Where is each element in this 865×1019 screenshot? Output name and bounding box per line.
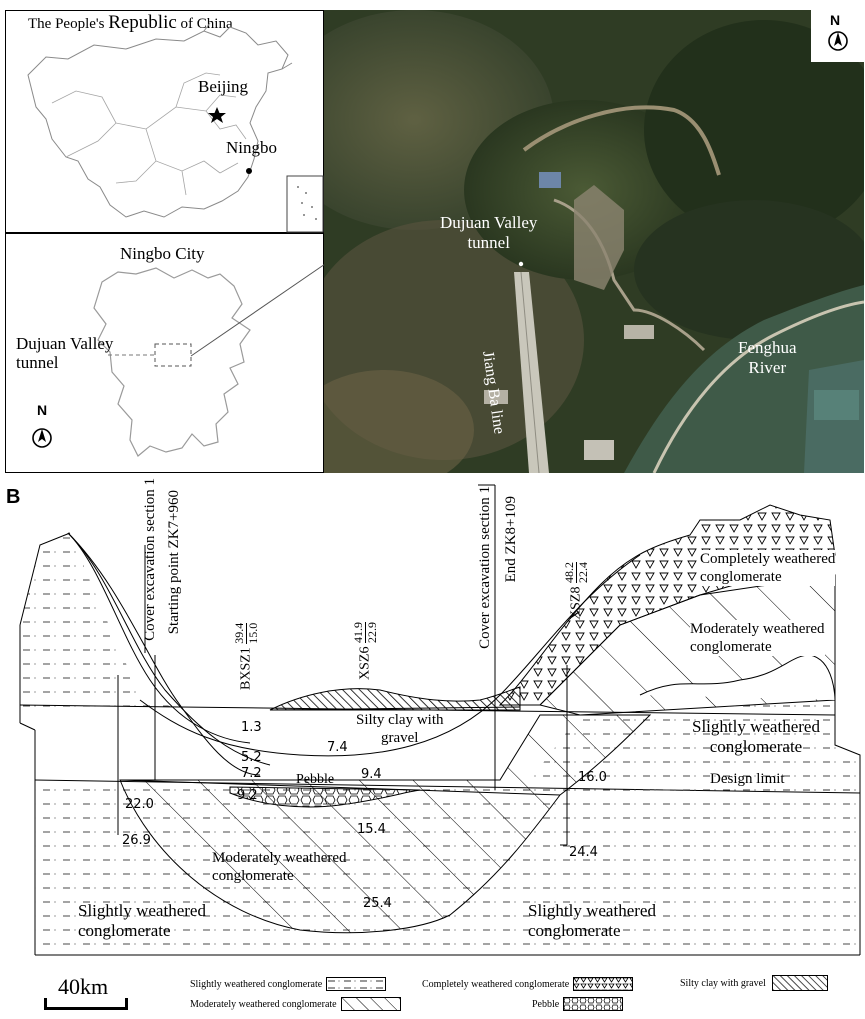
legend-label-completely: Completely weathered conglomerate bbox=[422, 978, 570, 990]
borehole-xsz8-label: XSZ8 48.2 22.4 bbox=[562, 562, 590, 620]
scale-bar-label: 40km bbox=[58, 974, 109, 999]
china-inset-title: The People's Republic of China bbox=[28, 12, 233, 33]
legend-label-pebble: Pebble bbox=[532, 998, 560, 1010]
value-7-4: 7.4 bbox=[327, 740, 348, 755]
china-outline-map bbox=[27, 22, 324, 233]
ningbo-city-outline bbox=[32, 263, 325, 457]
legend-item-completely: Completely weathered conglomerate bbox=[422, 977, 634, 991]
legend-swatch-pebble-icon bbox=[563, 997, 624, 1011]
value-16-0: 16.0 bbox=[578, 770, 607, 785]
ningbo-city-title: Ningbo City bbox=[120, 244, 205, 263]
value-26-9: 26.9 bbox=[122, 833, 151, 848]
legend-swatch-completely-icon bbox=[573, 977, 634, 991]
legend-label-slightly: Slightly weathered conglomerate bbox=[190, 978, 323, 990]
borehole-bxsz1-label: BXSZ1 39.4 15.0 bbox=[232, 622, 260, 690]
inset-tunnel-label: Dujuan Valley tunnel bbox=[16, 334, 114, 372]
legend-swatch-moderately-icon bbox=[340, 997, 401, 1011]
slightly-weathered-mid-label: Slightly weathered conglomerate bbox=[528, 901, 656, 940]
cover-excavation-start-label: Cover excavation section 1 bbox=[142, 478, 158, 641]
inset-north-letter: N bbox=[37, 402, 48, 418]
value-7-2: 7.2 bbox=[241, 766, 262, 781]
silty-clay-label: Silty clay with gravel bbox=[356, 712, 444, 746]
borehole-xsz6-label: XSZ6 41.9 22.9 bbox=[351, 622, 379, 680]
value-22-0: 22.0 bbox=[125, 797, 154, 812]
satellite-river-label: Fenghua River bbox=[738, 338, 797, 377]
moderately-weathered-upper-label: Moderately weathered conglomerate bbox=[690, 620, 825, 656]
china-inset: The People's Republic of China Beijing N… bbox=[5, 10, 324, 233]
satellite-terrain bbox=[324, 10, 864, 473]
ningbo-label: Ningbo bbox=[226, 138, 277, 157]
legend-item-moderately: Moderately weathered conglomerate bbox=[190, 997, 401, 1011]
legend-item-silty: Silty clay with gravel bbox=[680, 975, 828, 991]
slightly-weathered-right-label: Slightly weathered conglomerate bbox=[692, 717, 820, 756]
design-limit-label: Design limit bbox=[710, 771, 785, 787]
legend-swatch-silty-icon bbox=[771, 975, 828, 991]
legend-swatch-slightly-icon bbox=[326, 977, 387, 991]
value-25-4: 25.4 bbox=[363, 896, 392, 911]
beijing-label: Beijing bbox=[198, 77, 249, 96]
value-24-4: 24.4 bbox=[569, 845, 598, 860]
end-point-label: End ZK8+109 bbox=[503, 496, 519, 583]
value-9-4: 9.4 bbox=[361, 767, 382, 782]
slightly-weathered-left-label: Slightly weathered conglomerate bbox=[78, 901, 206, 940]
value-9-2: 9.2 bbox=[237, 788, 258, 803]
satellite-north-letter: N bbox=[830, 12, 841, 28]
moderately-weathered-lower-label: Moderately weathered conglomerate bbox=[212, 850, 347, 884]
satellite-north-badge: N bbox=[811, 10, 864, 62]
legend-item-pebble: Pebble bbox=[532, 997, 624, 1011]
panel-b-label: B bbox=[6, 486, 21, 508]
value-5-2: 5.2 bbox=[241, 750, 262, 765]
completely-weathered-label: Completely weathered conglomerate bbox=[700, 550, 836, 586]
pebble-label: Pebble bbox=[296, 772, 335, 787]
legend-label-silty: Silty clay with gravel bbox=[680, 977, 766, 989]
ningbo-city-inset: Ningbo City Dujuan Valley tunnel N bbox=[5, 233, 325, 473]
satellite-tunnel-label: Dujuan Valley tunnel bbox=[440, 213, 538, 252]
scale-bar: 40km bbox=[44, 974, 134, 1014]
satellite-north-arrow-icon bbox=[828, 31, 848, 51]
cover-excavation-end-label: Cover excavation section 1 bbox=[477, 486, 493, 649]
starting-point-label: Starting point ZK7+960 bbox=[166, 490, 182, 635]
value-1-3: 1.3 bbox=[241, 720, 262, 735]
legend-label-moderately: Moderately weathered conglomerate bbox=[190, 998, 337, 1010]
legend-item-slightly: Slightly weathered conglomerate bbox=[190, 977, 387, 991]
satellite-map: N Dujuan Valley tunnel Jiang Ba line Fen… bbox=[324, 10, 864, 473]
value-15-4: 15.4 bbox=[357, 822, 386, 837]
